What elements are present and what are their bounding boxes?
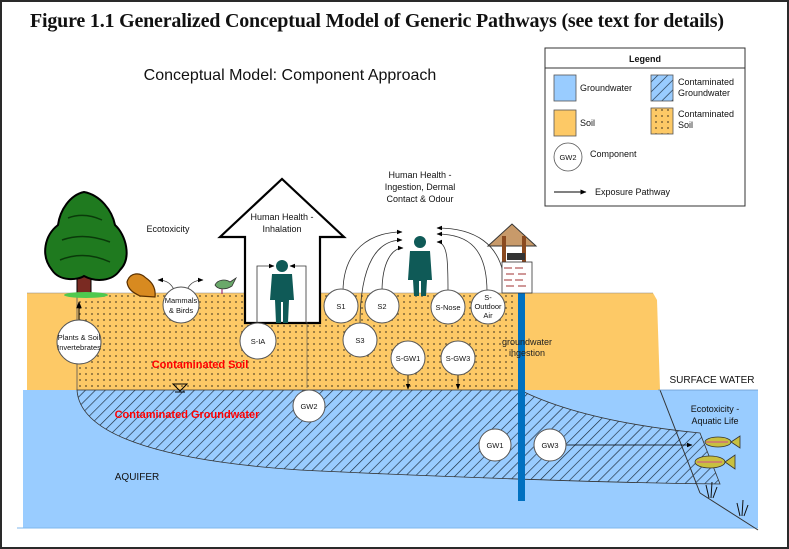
component-gw1-label: GW1 — [486, 441, 503, 450]
soutdoor-pathway-arrow — [436, 231, 488, 293]
component-gw2-label: GW2 — [300, 402, 317, 411]
inhalation-arrow-right — [289, 263, 307, 323]
snose-pathway-arrow — [436, 239, 449, 293]
human-inhalation-icon — [270, 260, 294, 323]
component-gw2[interactable]: GW2 — [292, 389, 326, 423]
bird-icon — [214, 276, 238, 294]
legend-label-contaminated-soil-line1: Contaminated — [678, 109, 734, 119]
component-plants-line2: Invertebrates — [57, 343, 101, 352]
figure-title: Figure 1.1 Generalized Conceptual Model … — [30, 10, 724, 32]
component-gw1[interactable]: GW1 — [478, 428, 512, 462]
mammal-icon — [126, 273, 156, 298]
component-s1-label: S1 — [336, 302, 345, 311]
legend-label-component: Component — [590, 149, 637, 159]
fish-icon — [694, 435, 741, 470]
legend-swatch-contaminated-soil — [650, 107, 674, 135]
ingestion-label-line1: Human Health - — [388, 170, 451, 180]
component-s3-label: S3 — [355, 336, 364, 345]
mammals-pathway-arrow-left — [157, 277, 175, 291]
contaminated-groundwater-label: Contaminated Groundwater — [115, 409, 261, 421]
component-gw3[interactable]: GW3 — [533, 428, 567, 462]
component-s-gw1[interactable]: S-GW1 — [390, 340, 426, 376]
house-label-line2: Inhalation — [262, 224, 301, 234]
aquatic-life-label-line2: Aquatic Life — [691, 416, 738, 426]
legend-label-contaminated-groundwater-line2: Groundwater — [678, 88, 730, 98]
legend-component-sample: GW2 — [559, 153, 576, 162]
component-s2-label: S2 — [377, 302, 386, 311]
legend-label-exposure-pathway: Exposure Pathway — [595, 187, 671, 197]
surface-water-label: SURFACE WATER — [669, 375, 754, 386]
legend-swatch-soil — [553, 109, 577, 137]
component-s-ia[interactable]: S-IA — [239, 322, 277, 360]
legend: Legend Groundwater Contaminated Groundwa… — [544, 47, 746, 207]
legend-swatch-component — [553, 142, 583, 172]
component-s-outdoor-line3: Air — [483, 311, 493, 320]
aquifer-label: AQUIFER — [115, 472, 159, 483]
tree-icon — [44, 190, 128, 298]
component-s-gw3-label: S-GW3 — [446, 354, 471, 363]
well-pipe — [518, 293, 525, 501]
component-mammals-line1: Mammals — [165, 296, 198, 305]
reeds-icon — [705, 481, 749, 517]
component-s-gw3[interactable]: S-GW3 — [440, 340, 476, 376]
water-table-icon — [171, 383, 189, 392]
diagram-subtitle: Conceptual Model: Component Approach — [144, 67, 437, 84]
component-plants[interactable]: Plants & Soil Invertebrates — [56, 319, 102, 365]
legend-label-contaminated-soil-line2: Soil — [678, 120, 693, 130]
s2-pathway-arrow — [381, 245, 404, 293]
component-mammals-line2: & Birds — [169, 306, 193, 315]
aquatic-life-label-line1: Ecotoxicity - — [691, 404, 740, 414]
gw-ingestion-label-line2: ingestion — [509, 348, 545, 358]
s3-pathway-arrow — [359, 237, 403, 326]
legend-swatch-contaminated-groundwater — [650, 74, 674, 102]
bank-slope-line — [659, 389, 701, 494]
component-s-nose-label: S-Nose — [435, 303, 460, 312]
ecotoxicity-label: Ecotoxicity — [146, 224, 190, 234]
component-s2[interactable]: S2 — [364, 288, 400, 324]
contaminated-groundwater-plume — [76, 389, 721, 485]
legend-label-soil: Soil — [580, 118, 595, 128]
component-s-outdoor-air[interactable]: S- Outdoor Air — [470, 289, 506, 325]
component-s-nose[interactable]: S-Nose — [430, 289, 466, 325]
inhalation-arrow-left — [256, 263, 275, 330]
legend-label-contaminated-groundwater-line1: Contaminated — [678, 77, 734, 87]
gw-ingestion-label-line1: groundwater — [502, 337, 552, 347]
well-icon — [486, 223, 538, 294]
legend-title: Legend — [629, 54, 661, 64]
mammals-pathway-arrow-right — [186, 277, 204, 291]
legend-swatch-groundwater — [553, 74, 577, 102]
legend-label-groundwater: Groundwater — [580, 83, 632, 93]
house-label-line1: Human Health - — [250, 212, 313, 222]
component-s-outdoor-line2: Outdoor — [474, 302, 502, 311]
component-s-ia-label: S-IA — [251, 337, 266, 346]
s1-pathway-arrow — [342, 229, 403, 293]
house-outline — [217, 177, 347, 325]
contaminated-soil-label: Contaminated Soil — [152, 359, 249, 371]
component-s-gw1-label: S-GW1 — [396, 354, 421, 363]
component-plants-line1: Plants & Soil — [58, 333, 101, 342]
ingestion-label-line3: Contact & Odour — [386, 194, 453, 204]
component-mammals[interactable]: Mammals & Birds — [162, 286, 200, 324]
component-gw3-label: GW3 — [541, 441, 558, 450]
component-s3[interactable]: S3 — [342, 322, 378, 358]
component-s-outdoor-line1: S- — [484, 293, 492, 302]
component-s1[interactable]: S1 — [323, 288, 359, 324]
ingestion-label-line2: Ingestion, Dermal — [385, 182, 456, 192]
human-ingestion-icon — [408, 236, 432, 296]
